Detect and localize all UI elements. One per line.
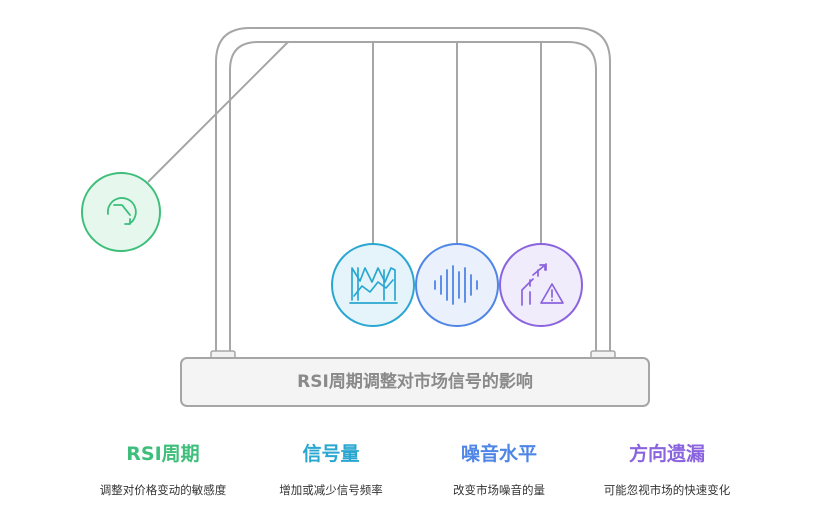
item-signal-volume: 信号量 增加或减少信号频率 xyxy=(236,440,426,498)
item-title: 方向遗漏 xyxy=(628,443,705,465)
diagram-title: RSI周期调整对市场信号的影响 xyxy=(297,372,533,392)
cradle-base xyxy=(180,357,650,407)
item-rsi-period: RSI周期 调整对价格变动的敏感度 xyxy=(68,440,258,498)
item-title: RSI周期 xyxy=(126,443,200,465)
signal-chart-icon xyxy=(349,267,398,304)
cycle-arrow-icon xyxy=(106,197,137,225)
cradle-frame-inner xyxy=(229,41,597,355)
string-swinging xyxy=(147,41,289,183)
item-desc: 可能忽视市场的快速变化 xyxy=(603,483,731,497)
ball-signal-volume xyxy=(331,243,415,327)
warning-direction-icon xyxy=(521,263,564,306)
item-desc: 增加或减少信号频率 xyxy=(279,483,383,497)
item-noise-level: 噪音水平 改变市场噪音的量 xyxy=(404,440,594,498)
item-title: 信号量 xyxy=(302,443,360,465)
item-direction-miss: 方向遗漏 可能忽视市场的快速变化 xyxy=(572,440,762,498)
ball-direction-miss xyxy=(499,243,583,327)
item-title: 噪音水平 xyxy=(460,443,537,465)
cradle-frame-outer xyxy=(215,27,611,355)
ball-noise-level xyxy=(415,243,499,327)
sound-wave-icon xyxy=(434,265,478,305)
item-desc: 改变市场噪音的量 xyxy=(453,483,545,497)
ball-rsi-period xyxy=(81,172,161,252)
item-desc: 调整对价格变动的敏感度 xyxy=(99,483,227,497)
